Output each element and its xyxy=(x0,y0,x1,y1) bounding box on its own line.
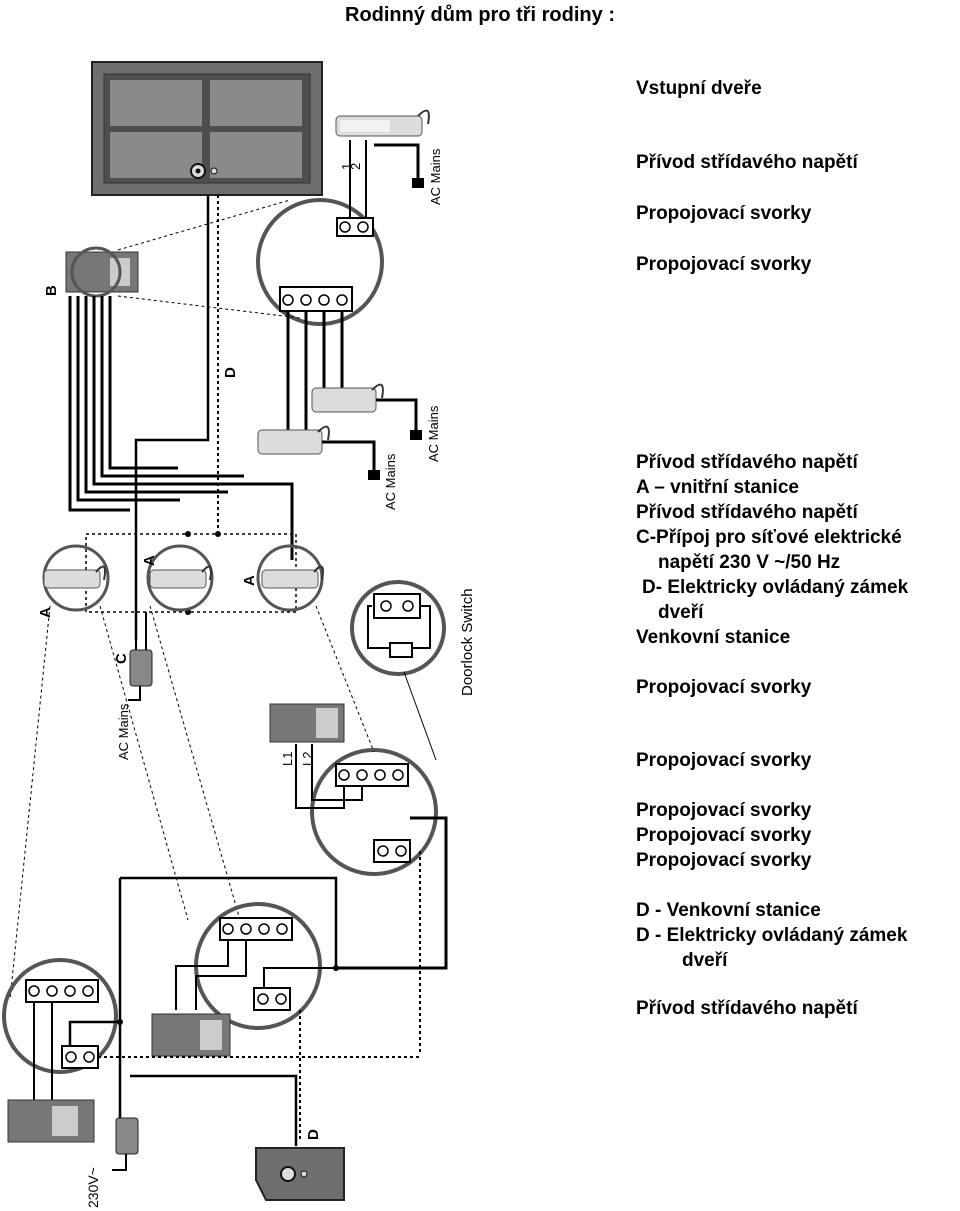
indoor-station-a-right xyxy=(256,544,324,612)
indoor-station-a-mid xyxy=(146,544,214,612)
legend-item: A – vnitřní stanice xyxy=(636,477,799,498)
power-supply-bottom xyxy=(115,1117,139,1155)
indoor-unit-mid-2 xyxy=(257,425,330,455)
terminal-block-left-low xyxy=(25,979,99,1069)
ac-mains-label: AC Mains xyxy=(383,453,398,510)
label-b: B xyxy=(43,285,60,296)
outdoor-station-right xyxy=(269,703,345,743)
doorlock-switch xyxy=(350,580,446,676)
legend-item: D - Elektricky ovládaný zámek xyxy=(636,925,908,946)
legend-item: Venkovní stanice xyxy=(636,627,791,648)
power-supply-c xyxy=(129,649,153,687)
legend-item: D - Venkovní stanice xyxy=(636,900,821,921)
label-a: A xyxy=(141,555,158,566)
legend-item: Přívod střídavého napětí xyxy=(636,998,858,1019)
indoor-unit-mid-1 xyxy=(311,383,384,413)
legend-item: C-Přípoj pro síťové elektrické xyxy=(636,527,902,548)
plug-icon xyxy=(412,178,424,188)
ac-mains-label: AC Mains xyxy=(116,703,131,760)
legend-item: Propojovací svorky xyxy=(636,254,812,275)
voltage-label: 230V~ xyxy=(85,1167,101,1208)
legend-item: Propojovací svorky xyxy=(636,677,812,698)
legend-item: dveří xyxy=(682,950,728,971)
legend-item: Propojovací svorky xyxy=(636,850,812,871)
terminal-block-1-4 xyxy=(279,286,353,312)
indoor-station-a-left xyxy=(42,544,110,612)
entry-door xyxy=(91,61,323,196)
legend-item: Přívod střídavého napětí xyxy=(636,452,858,473)
legend-item: Přívod střídavého napětí xyxy=(636,502,858,523)
legend-item: Propojovací svorky xyxy=(636,203,812,224)
terminal-label: 2 xyxy=(348,163,363,170)
ac-mains-label: AC Mains xyxy=(426,405,441,462)
terminal-block-right xyxy=(335,763,411,863)
label-a: A xyxy=(241,575,258,586)
label-d: D xyxy=(222,367,239,378)
terminal-block-mid-low xyxy=(219,917,293,1011)
outdoor-station-mid xyxy=(151,1013,231,1057)
legend-item: Propojovací svorky xyxy=(636,825,812,846)
plug-icon xyxy=(368,470,380,480)
legend-item: napětí 230 V ~/50 Hz xyxy=(658,552,841,573)
l1-label: L1 xyxy=(280,752,295,766)
plug-icon xyxy=(410,430,422,440)
outdoor-station-b xyxy=(65,251,139,293)
ac-mains-label: AC Mains xyxy=(428,148,443,205)
legend-item: Přívod střídavého napětí xyxy=(636,152,858,173)
legend-item: D- Elektricky ovládaný zámek xyxy=(642,577,909,598)
label-c: C xyxy=(113,653,130,664)
terminal-label: 1 xyxy=(339,163,354,170)
outdoor-station-bottom xyxy=(7,1099,95,1143)
entry-door-bottom xyxy=(255,1147,345,1201)
legend-item: dveří xyxy=(658,602,704,623)
legend-item: Propojovací svorky xyxy=(636,800,812,821)
indoor-unit-top xyxy=(335,109,430,137)
label-d: D xyxy=(305,1129,322,1140)
doorlock-switch-label: Doorlock Switch xyxy=(459,588,476,696)
label-a: A xyxy=(37,607,54,618)
terminal-block-l xyxy=(336,217,374,237)
page-title: Rodinný dům pro tři rodiny : xyxy=(345,4,615,26)
legend-item: Vstupní dveře xyxy=(636,78,762,99)
legend-item: Propojovací svorky xyxy=(636,750,812,771)
